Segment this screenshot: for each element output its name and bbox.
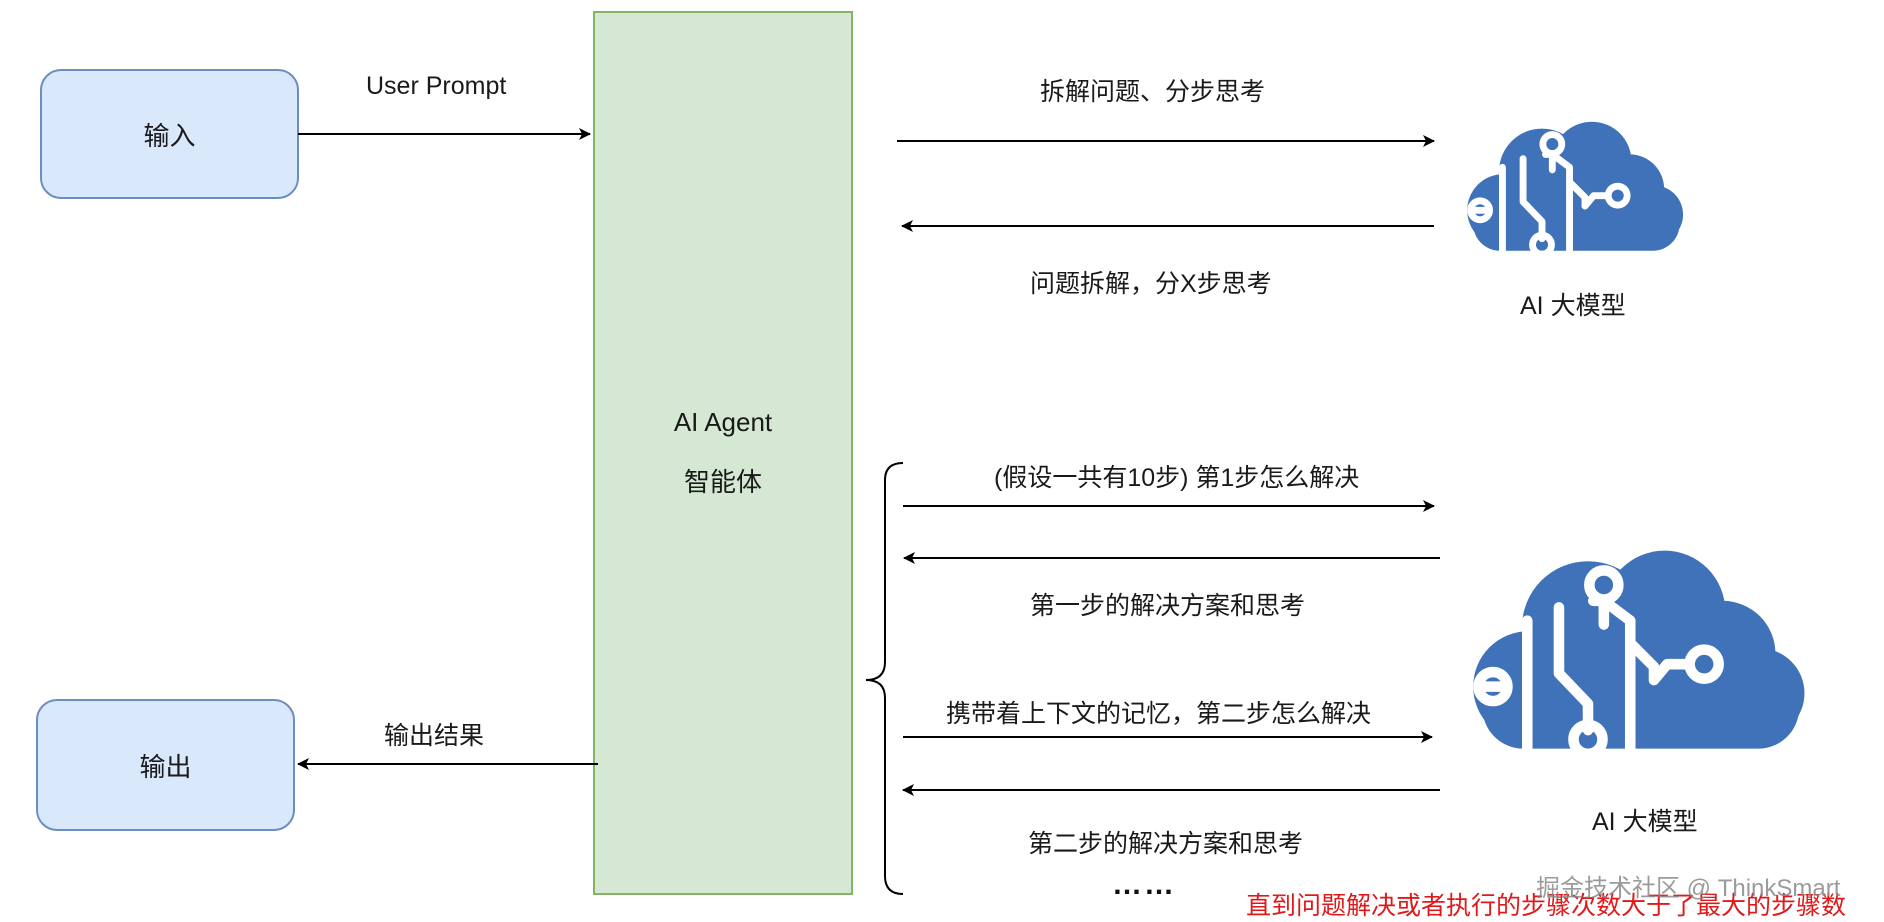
model-label-bottom: AI 大模型	[1592, 808, 1698, 836]
termination-note: 直到问题解决或者执行的步骤次数大于了最大的步骤数	[1246, 892, 1847, 920]
input-label: 输入	[143, 120, 196, 151]
output-label: 输出	[139, 751, 192, 782]
edge-label-step1-response: 第一步的解决方案和思考	[1030, 592, 1306, 620]
watermark: 掘金技术社区 @ ThinkSmart	[1536, 875, 1841, 902]
ai-brain-cloud-icon	[1473, 550, 1805, 760]
agent-label-en: AI Agent	[673, 407, 773, 437]
agent-box	[593, 11, 853, 895]
agent-label: AI Agent 智能体	[594, 392, 852, 512]
output-box	[36, 699, 295, 831]
ellipsis: ……	[1112, 868, 1176, 901]
ai-brain-cloud-icon	[1467, 121, 1684, 258]
edge-label-step1-request: (假设一共有10步) 第1步怎么解决	[994, 464, 1360, 492]
edge-label-user-prompt: User Prompt	[366, 72, 507, 100]
edge-label-decompose-response: 问题拆解，分X步思考	[1030, 270, 1272, 298]
edge-label-step2-request: 携带着上下文的记忆，第二步怎么解决	[946, 700, 1372, 728]
model-label-top: AI 大模型	[1520, 292, 1626, 320]
edge-label-decompose-request: 拆解问题、分步思考	[1040, 78, 1266, 106]
agent-label-zh: 智能体	[683, 467, 762, 497]
edge-label-output-result: 输出结果	[384, 722, 485, 750]
edge-label-step2-response: 第二步的解决方案和思考	[1028, 830, 1304, 858]
loop-brace	[865, 462, 904, 895]
